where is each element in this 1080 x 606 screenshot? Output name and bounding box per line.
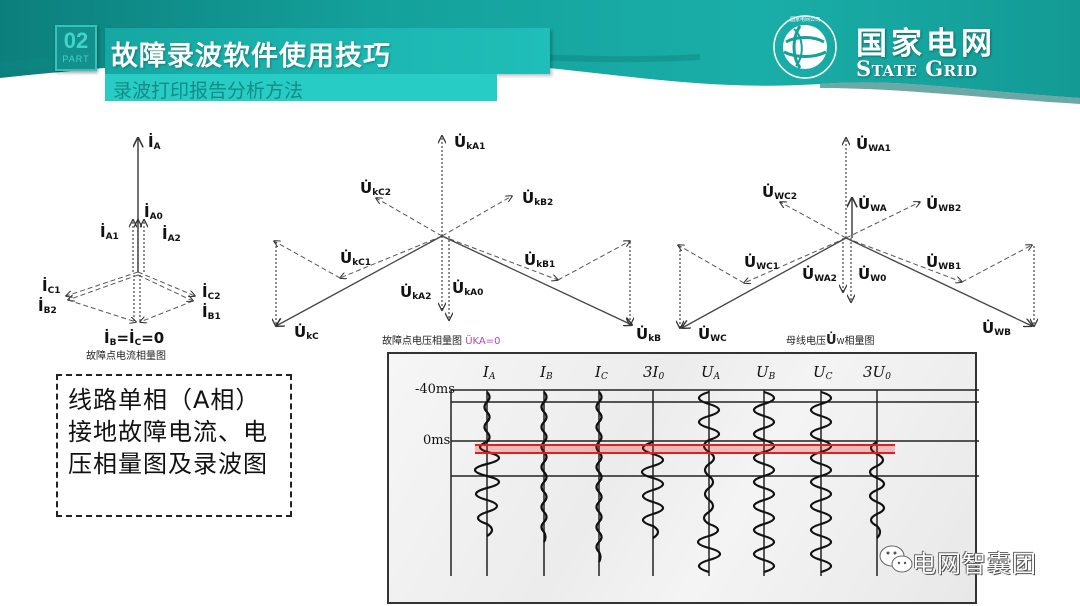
label-uwb: U̇WB (982, 319, 1011, 338)
current-phasor-diagram: İA İA0 İA1 İA2 İC1 İB2 İC2 İB1 İB=İC=0 故… (20, 120, 260, 365)
bus-voltage-phasor-diagram: U̇WA1 U̇WC2 U̇WA U̇WB2 U̇WC1 U̇WA2 U̇W0 … (670, 120, 1070, 350)
fault-voltage-phasor-diagram: U̇kA1 U̇kC2 U̇kB2 U̇kC1 U̇kB1 U̇kA2 U̇kA… (260, 120, 670, 350)
fault-voltage-phasor-arrows (260, 120, 670, 350)
wechat-icon (879, 545, 913, 573)
label-uka1: U̇kA1 (454, 133, 486, 152)
description-note-box: 线路单相（A相）接地故障电流、电压相量图及录波图 (56, 374, 292, 517)
watermark-text: 电网智囊团 (912, 550, 1037, 578)
label-ic2: İC2 (202, 283, 221, 302)
part-number: 02 (63, 28, 89, 53)
label-ia0: İA0 (144, 203, 163, 222)
label-uwa2: U̇WA2 (802, 265, 837, 284)
slide-header: 02 PART 故障录波软件使用技巧 录波打印报告分析方法 国家电网公司 国家电… (0, 0, 1080, 112)
channel-ib: IB (540, 363, 553, 382)
channel-3i0: 3I0 (643, 363, 665, 382)
title-banner: 故障录波软件使用技巧 (105, 28, 550, 74)
channel-ub: UB (756, 363, 776, 382)
channel-uc: UC (813, 363, 833, 382)
label-uwa1: U̇WA1 (856, 135, 891, 154)
label-ib-ic-zero: İB=İC=0 (104, 329, 165, 348)
state-grid-logo: 国家电网公司 国家电网 State Grid (770, 12, 1080, 82)
label-uwa: U̇WA (858, 195, 887, 214)
label-uwb2: U̇WB2 (926, 195, 962, 214)
page-subtitle: 录波打印报告分析方法 (113, 80, 304, 102)
bus-voltage-caption: 母线电压U̇W相量图 (786, 333, 875, 348)
label-ib2: İB2 (38, 297, 57, 316)
label-uka0: U̇kA0 (452, 279, 484, 298)
fault-waveform-recording: -40ms 0ms IA IB IC 3I0 UA UB UC 3U0 (387, 352, 979, 604)
subtitle-banner: 录波打印报告分析方法 (105, 74, 497, 102)
label-uw0: U̇W0 (858, 265, 887, 284)
label-uwc1: U̇WC1 (744, 253, 779, 272)
part-label: PART (62, 54, 90, 64)
wechat-watermark: 电网智囊团 (878, 540, 1078, 580)
svg-text:国家电网公司: 国家电网公司 (790, 16, 820, 23)
label-uwc: U̇WC (698, 325, 727, 344)
label-uwb1: U̇WB1 (926, 253, 962, 272)
page-title: 故障录波软件使用技巧 (111, 41, 391, 72)
current-phasor-arrows (20, 120, 260, 365)
uka-zero-note: ÜKA=0 (465, 336, 501, 347)
label-ic1: İC1 (42, 277, 61, 296)
fault-voltage-caption: 故障点电压相量图 ÜKA=0 (382, 336, 501, 347)
label-ia2: İA2 (162, 225, 181, 244)
part-number-badge: 02 PART (55, 25, 97, 71)
label-ib1: İB1 (202, 303, 221, 322)
label-ukc1: U̇kC1 (340, 249, 372, 268)
label-uka2: U̇kA2 (400, 283, 432, 302)
label-ukb: U̇kB (636, 325, 662, 344)
label-ia1: İA1 (100, 223, 119, 242)
channel-ic: IC (595, 363, 608, 382)
current-phasor-caption: 故障点电流相量图 (86, 351, 166, 362)
label-uwc2: U̇WC2 (762, 183, 797, 202)
channel-ia: IA (483, 363, 496, 382)
logo-name-cn: 国家电网 (856, 26, 996, 62)
logo-name-en: State Grid (856, 56, 978, 81)
waveform-plot (450, 389, 979, 576)
time-label-minus40: -40ms (415, 382, 455, 397)
state-grid-emblem-icon: 国家电网公司 (773, 15, 837, 79)
label-ukb1: U̇kB1 (524, 251, 556, 270)
bus-voltage-phasor-arrows (670, 120, 1070, 350)
label-ukc2: U̇kC2 (360, 179, 392, 198)
channel-ua: UA (701, 363, 721, 382)
description-text: 线路单相（A相）接地故障电流、电压相量图及录波图 (68, 386, 268, 478)
channel-3u0: 3U0 (863, 363, 891, 382)
label-ia: İA (148, 133, 161, 152)
label-ukb2: U̇kB2 (522, 189, 554, 208)
label-ukc: U̇kC (294, 323, 319, 342)
fault-highlight-band (475, 444, 895, 454)
time-label-zero: 0ms (423, 433, 451, 448)
